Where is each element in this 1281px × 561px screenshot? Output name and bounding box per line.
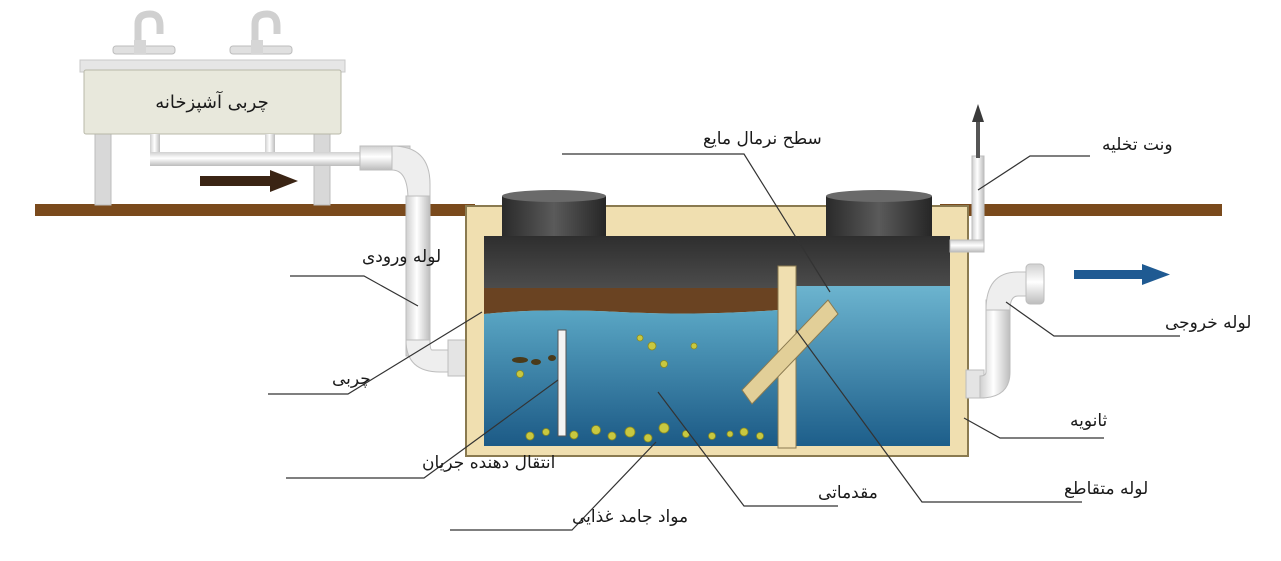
label-vent: ونت تخلیه bbox=[1102, 135, 1173, 155]
grease-blobs bbox=[512, 355, 556, 365]
cross-pipe bbox=[741, 299, 839, 405]
air-space bbox=[484, 236, 950, 288]
label-secondary: ثانویه bbox=[1070, 411, 1108, 431]
faucet-right-icon bbox=[229, 10, 293, 55]
label-normal-liquid-level: سطح نرمال مایع bbox=[703, 129, 822, 149]
label-primary: مقدماتی bbox=[818, 483, 878, 503]
label-grease: چربی bbox=[332, 369, 371, 389]
label-cross-pipe: لوله متقاطع bbox=[1064, 479, 1148, 499]
inflow-arrow-icon bbox=[200, 170, 298, 192]
vent-arrow-icon bbox=[972, 104, 984, 122]
callout-lines bbox=[268, 153, 1180, 531]
label-food-solids: مواد جامد غذایی bbox=[572, 507, 688, 527]
food-solids bbox=[516, 334, 764, 443]
kitchen-sink: چربی آشپزخانه bbox=[79, 10, 375, 206]
faucet-left-icon bbox=[112, 10, 176, 55]
label-flow-transfer: انتقال دهنده جریان bbox=[422, 453, 555, 473]
grease-layer bbox=[484, 288, 778, 314]
access-lid-right bbox=[826, 190, 932, 236]
sink-label: چربی آشپزخانه bbox=[155, 90, 269, 113]
label-inlet-pipe: لوله ورودی bbox=[362, 247, 441, 267]
access-lid-left bbox=[502, 190, 606, 236]
inlet-pipe bbox=[359, 145, 467, 377]
flow-transfer-rod bbox=[557, 329, 567, 437]
ground-line-left bbox=[35, 204, 475, 216]
primary-chamber-water bbox=[484, 310, 778, 446]
label-outlet-pipe: لوله خروجی bbox=[1165, 313, 1251, 333]
vent-pipe bbox=[949, 104, 985, 253]
outflow-arrow-icon bbox=[1074, 264, 1170, 285]
ground-line-right bbox=[940, 204, 1222, 216]
outlet-pipe bbox=[965, 263, 1045, 399]
